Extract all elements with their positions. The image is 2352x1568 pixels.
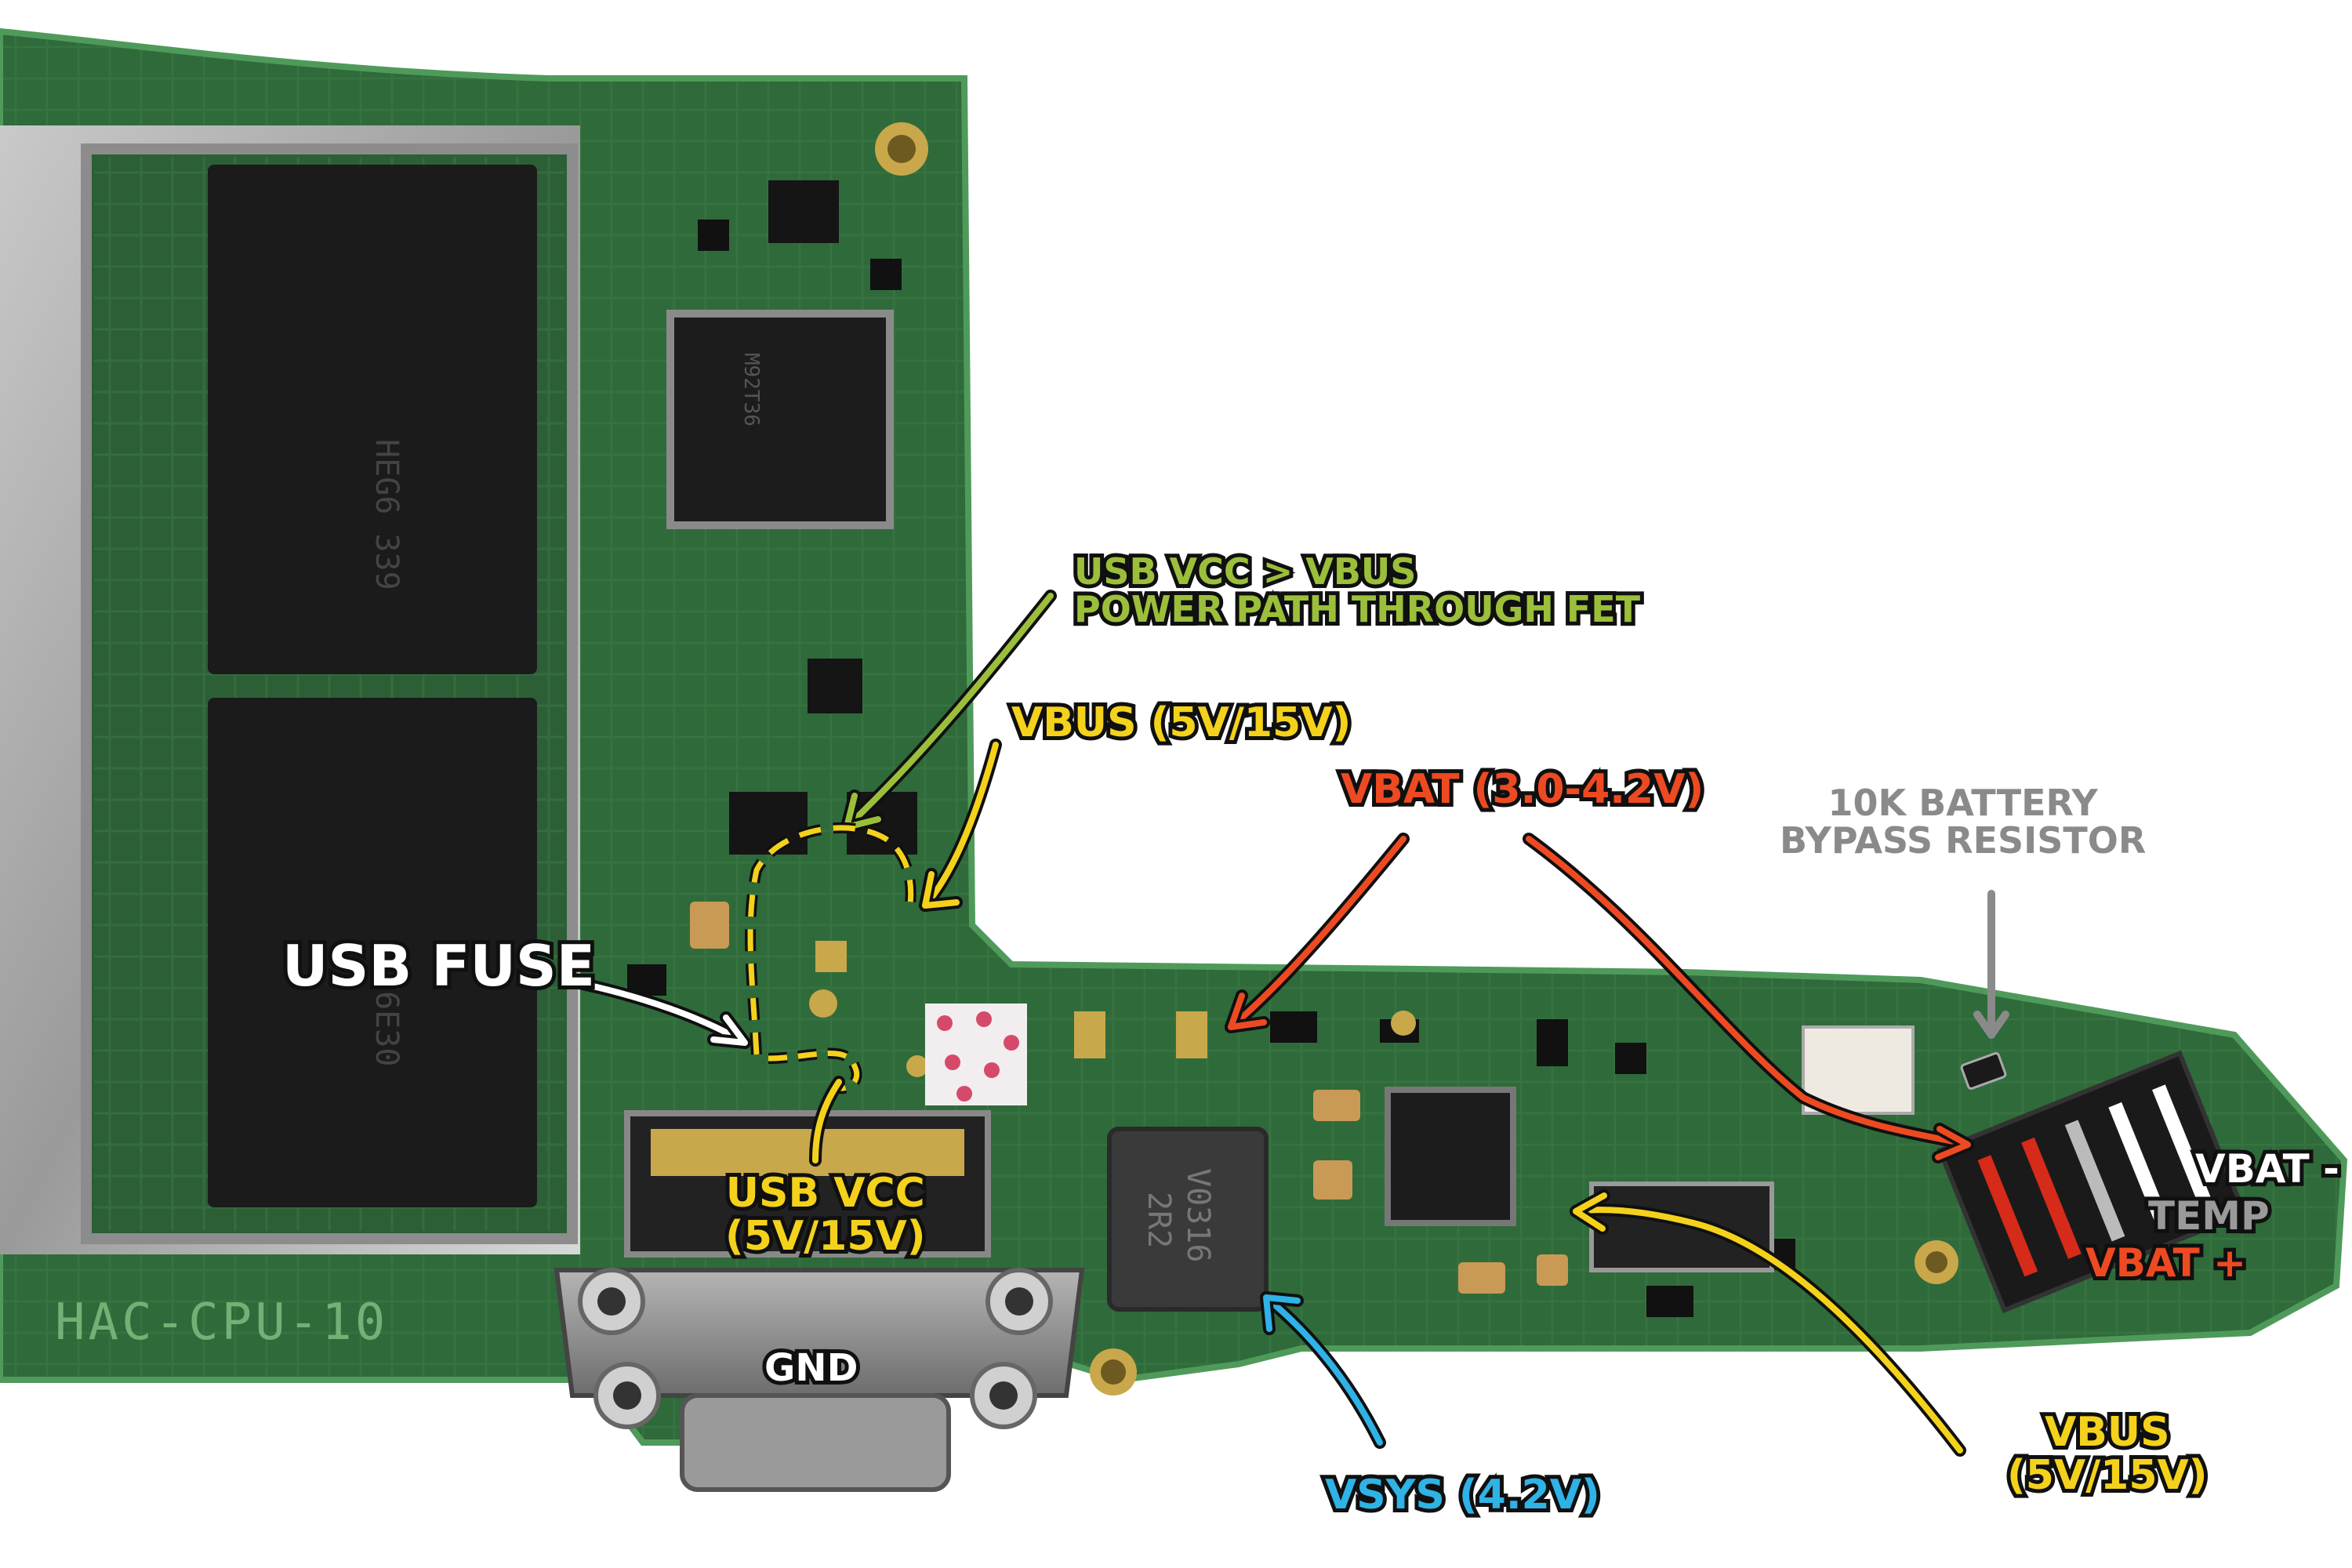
label-vbus-bottom-line1: VBUS [2041, 1407, 2174, 1457]
label-bypass-resistor-line1: 10K BATTERY [1828, 782, 2098, 824]
charger-ic [1385, 1087, 1516, 1226]
label-usb-vcc-line1: USB VCC [722, 1168, 929, 1218]
svg-text:HEG6 339: HEG6 339 [368, 439, 405, 590]
svg-text:F6E30: F6E30 [368, 972, 405, 1066]
label-bypass-resistor: 10K BATTERY BYPASS RESISTOR [1780, 784, 2146, 860]
label-vbus-bottom-line2: (5V/15V) [2003, 1450, 2212, 1501]
label-usb-vcc: USB VCC (5V/15V) [721, 1168, 930, 1261]
inductor [1107, 1127, 1269, 1312]
label-vsys: VSYS (4.2V) [1321, 1470, 1604, 1520]
board-silkscreen: HAC-CPU-10 [55, 1294, 389, 1352]
ram-chip-bottom [208, 698, 537, 1207]
label-usb-vcc-vbus: USB VCC > VBUS POWER PATH THROUGH FET [1070, 549, 1644, 633]
bypass-resistor [1960, 1052, 2007, 1090]
label-usb-vcc-vbus-line2: POWER PATH THROUGH FET [1070, 586, 1644, 633]
label-vbat-plus: VBAT + [2082, 1239, 2250, 1287]
label-temp: TEMP [2144, 1192, 2274, 1240]
label-usb-vcc-vbus-line1: USB VCC > VBUS [1070, 549, 1420, 595]
label-usb-fuse: USB FUSE [278, 932, 599, 999]
label-vbus-bottom: VBUS (5V/15V) [2003, 1407, 2212, 1501]
label-usb-vcc-line2: (5V/15V) [721, 1211, 930, 1261]
fet [729, 792, 808, 855]
svg-text:M92T36: M92T36 [739, 353, 763, 426]
label-vbat-minus: VBAT - [2191, 1145, 2343, 1193]
svg-text:2R2: 2R2 [1141, 1192, 1177, 1248]
ram-chip-top [208, 165, 537, 674]
battery-connector [1936, 1050, 2248, 1314]
label-vbat-range: VBAT (3.0-4.2V) [1337, 764, 1708, 815]
label-vbus-top: VBUS (5V/15V) [1007, 698, 1355, 748]
fpc-connector [1589, 1181, 1774, 1272]
label-bypass-resistor-line2: BYPASS RESISTOR [1780, 819, 2147, 862]
label-gnd: GND [760, 1345, 862, 1392]
power-ic [666, 310, 894, 529]
svg-text:V0316: V0316 [1180, 1168, 1216, 1262]
